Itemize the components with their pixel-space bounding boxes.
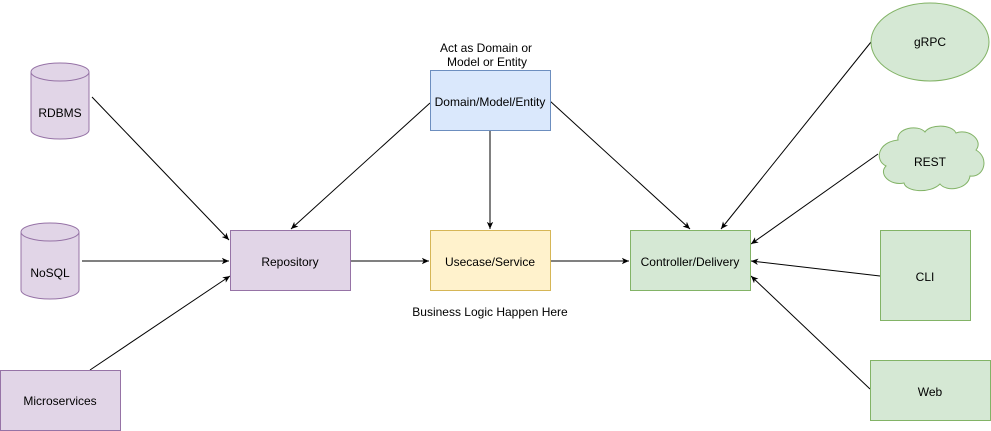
web-label: Web	[918, 385, 943, 399]
microservices-node: Microservices	[0, 370, 121, 431]
controller-node: Controller/Delivery	[630, 230, 751, 291]
microservices-label: Microservices	[23, 394, 96, 408]
edge-rdbms-repository	[91, 96, 230, 241]
usecase-label: Usecase/Service	[445, 255, 535, 269]
domain-note-line2: Model or Entity	[447, 55, 527, 69]
domain-label: Domain/Model/Entity	[435, 95, 546, 109]
domain-node: Domain/Model/Entity	[430, 70, 551, 131]
controller-label: Controller/Delivery	[641, 255, 740, 269]
rest-label: REST	[914, 155, 947, 169]
repository-label: Repository	[261, 255, 318, 269]
edge-domain-repository	[290, 102, 431, 230]
nosql-label: NoSQL	[30, 266, 70, 280]
cli-node: CLI	[880, 230, 971, 321]
edge-cli-controller	[750, 258, 881, 277]
edges	[82, 41, 881, 390]
grpc-node: gRPC	[870, 2, 990, 82]
rdbms-node: RDBMS	[30, 62, 90, 140]
edge-rest-controller	[750, 153, 879, 245]
rest-cloud-shape	[878, 125, 985, 192]
edge-microservices-repository	[89, 275, 231, 371]
usecase-note: Business Logic Happen Here	[412, 305, 568, 319]
domain-note-line1: Act as Domain or	[440, 41, 532, 55]
nosql-node: NoSQL	[20, 222, 80, 300]
edge-grpc-controller	[720, 41, 872, 230]
cli-label: CLI	[916, 270, 935, 284]
grpc-label: gRPC	[914, 35, 946, 49]
rest-node: REST	[878, 125, 985, 192]
web-node: Web	[870, 360, 991, 421]
edge-domain-controller	[549, 100, 691, 230]
repository-node: Repository	[230, 230, 351, 291]
rdbms-label: RDBMS	[38, 106, 81, 120]
edge-web-controller	[750, 275, 871, 390]
usecase-node: Usecase/Service	[430, 230, 551, 291]
